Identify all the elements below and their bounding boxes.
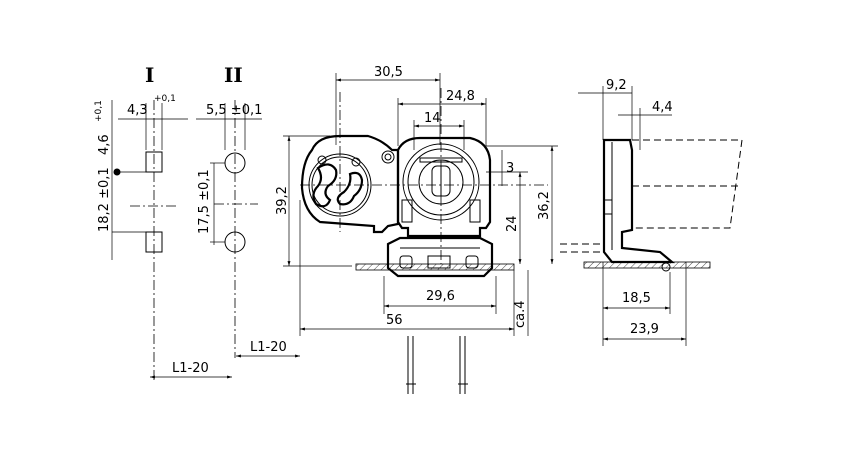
holder-base (386, 236, 494, 278)
socket-tab-right (469, 199, 481, 223)
dim-4-3: 4,3 (127, 103, 148, 118)
lamp-pin-outline (560, 243, 600, 253)
dim-24: 24 (505, 215, 520, 232)
dim-18-5: 18,5 (622, 291, 651, 306)
side-mounting-rail (583, 261, 711, 269)
rivet-center (384, 153, 392, 161)
dim-l1-20-b: L1-20 (250, 340, 287, 355)
socket-tab-left (401, 199, 413, 223)
dim-23-9: 23,9 (630, 322, 659, 337)
pin-slot-left (312, 163, 338, 208)
dim-plus01-a: +0,1 (154, 94, 176, 104)
dim-56: 56 (386, 313, 403, 328)
dim-9-2: 9,2 (606, 78, 627, 93)
dim-3: 3 (506, 161, 514, 176)
side-body (602, 138, 676, 264)
dim-18-2: 18,2 ±0,1 (97, 167, 112, 232)
dim-29-6: 29,6 (426, 289, 455, 304)
dim-36-2: 36,2 (537, 191, 552, 220)
dim-ca4: ca.4 (513, 300, 528, 328)
holder-body-left (300, 134, 400, 234)
small-hole (317, 155, 327, 165)
view-1-label: I (145, 63, 154, 87)
front-view: 30,5 24,8 14 39,2 (275, 65, 558, 394)
foot-left (399, 255, 413, 269)
side-view: 9,2 4,4 18,5 23,9 (560, 78, 743, 346)
dim-30-5: 30,5 (374, 65, 403, 80)
dim-39-2: 39,2 (275, 186, 290, 215)
dim-plus01-b: +0,1 (94, 100, 104, 122)
side-clip (603, 199, 613, 215)
dim-4-6: 4,6 (97, 134, 112, 155)
dim-5-5: 5,5 ±0,1 (206, 103, 262, 118)
foot-center (427, 255, 451, 269)
dim-l1-20-a: L1-20 (172, 361, 209, 376)
holder-body-right (396, 136, 492, 238)
pin-slot-right (336, 171, 364, 206)
dim-17-5: 17,5 ±0,1 (197, 169, 212, 234)
dim-14: 14 (424, 111, 441, 126)
starter-outline (632, 139, 743, 229)
foot-right (465, 255, 479, 269)
dim-24-8: 24,8 (446, 89, 475, 104)
view-2-cutout: II 5,5 ±0,1 17,5 ±0,1 L1-20 (196, 63, 300, 358)
view-1-cutout: I 4,3 +0,1 +0,1 4,6 18,2 ±0,1 L1-20 (94, 63, 232, 382)
mounting-rail (355, 263, 515, 271)
view-2-label: II (224, 63, 243, 87)
dim-4-4: 4,4 (652, 100, 673, 115)
rivet-circle (381, 150, 395, 164)
small-hole (351, 157, 361, 167)
